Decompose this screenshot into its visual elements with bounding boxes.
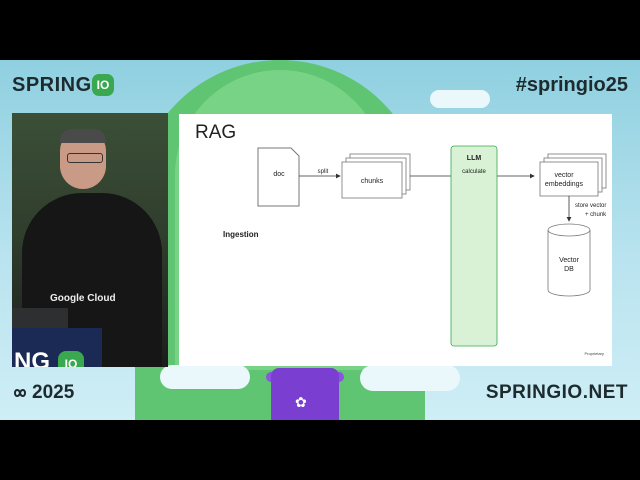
doc-node: doc — [257, 147, 300, 207]
background-cloud — [160, 365, 250, 389]
podium — [12, 328, 102, 367]
rag-diagram: doc split chunks LLM calculate vector — [257, 145, 607, 347]
video-frame: SPRING IO #springio25 Google Cloud NG IO… — [0, 60, 640, 420]
presentation-slide: RAG Ingestion Proprietary doc split chun… — [179, 114, 612, 366]
chunk-store-label: + chunk — [585, 212, 607, 218]
embeddings-label: embeddings — [545, 181, 584, 188]
chunks-label: chunks — [361, 178, 384, 185]
vector-embeddings-node: vector embeddings — [539, 153, 607, 197]
llm-label: LLM — [467, 155, 482, 162]
laptop — [12, 308, 68, 328]
vector-label: vector — [554, 172, 574, 179]
doc-label: doc — [273, 171, 285, 178]
brand-badge-icon: IO — [92, 74, 114, 96]
vector-db-node: Vector DB — [547, 223, 591, 297]
shirt-logo-text: Google Cloud — [50, 293, 116, 304]
background-cloud — [430, 90, 490, 108]
db-label-line2: DB — [564, 266, 574, 273]
podium-logo-icon: IO — [58, 351, 84, 367]
speaker-glasses — [67, 153, 103, 163]
event-hashtag: #springio25 — [515, 74, 628, 96]
infinity-icon — [13, 389, 27, 397]
llm-node: LLM calculate — [450, 145, 498, 347]
speaker-video: Google Cloud NG IO — [12, 113, 168, 367]
year-text: 2025 — [32, 382, 75, 403]
db-label-line1: Vector — [559, 257, 580, 264]
podium-text: NG — [14, 348, 50, 367]
footer-label: Proprietary — [584, 351, 604, 356]
llm-action-label: calculate — [462, 169, 486, 175]
section-label: Ingestion — [223, 230, 259, 239]
background-cloud — [360, 365, 460, 391]
spring-leaf-icon: ✿ — [295, 394, 307, 410]
chunks-node: chunks — [341, 153, 411, 199]
event-website: SPRINGIO.NET — [485, 382, 628, 403]
slide-title: RAG — [195, 122, 237, 143]
split-label: split — [318, 169, 329, 175]
store-label: store vector — [575, 203, 606, 209]
speaker-hair — [60, 129, 106, 143]
balloon-basket — [271, 368, 339, 420]
event-year: 2025 — [12, 382, 74, 404]
brand-logo: SPRING — [12, 74, 92, 96]
